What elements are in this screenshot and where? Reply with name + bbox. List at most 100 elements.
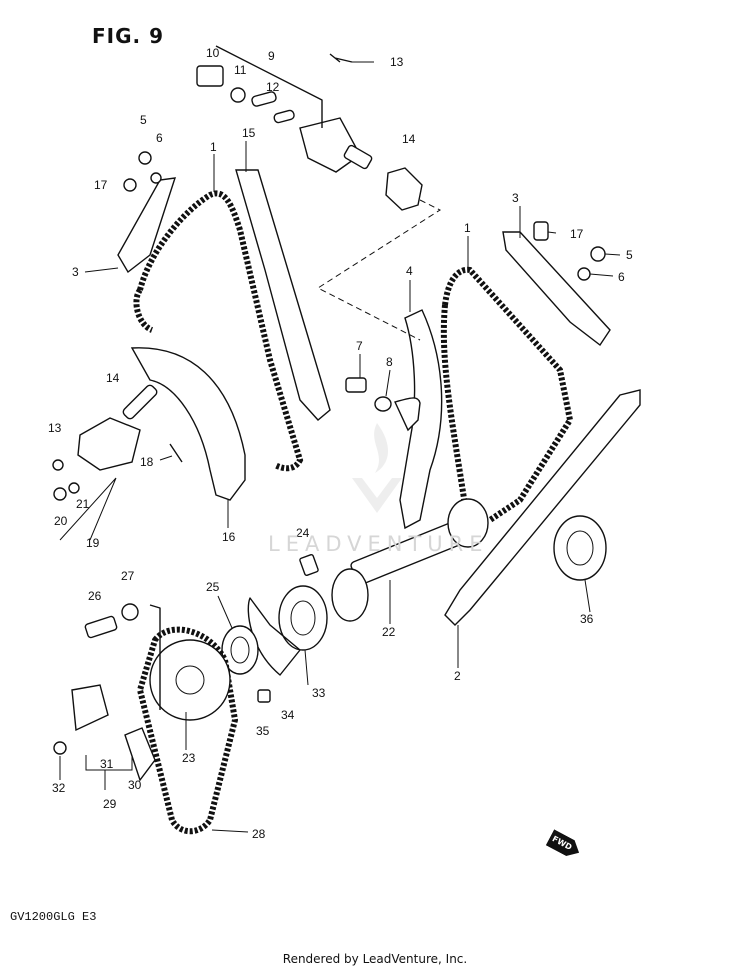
idler-sprocket-upper [447, 498, 489, 548]
part-23-sprocket [149, 639, 231, 721]
part-5-bolt-left [138, 151, 152, 165]
part-11-washer [230, 87, 246, 103]
part-36-bearing [553, 515, 607, 581]
callout-34: 34 [281, 708, 295, 722]
callout-10: 10 [206, 46, 220, 60]
callout-5a: 5 [140, 113, 147, 127]
part-14-tensioner-left [77, 417, 141, 471]
part-8-washer [374, 396, 392, 412]
callout-13b: 13 [48, 421, 62, 435]
part-12-spring-b [273, 109, 295, 124]
callout-1a: 1 [210, 140, 217, 154]
part-9-tensioner-body [299, 117, 361, 173]
leader-14-right [316, 199, 442, 341]
watermark-logo-icon [352, 423, 402, 513]
primary-drive-assembly [84, 603, 239, 835]
leader-26 [149, 604, 161, 710]
callout-6b: 6 [618, 270, 625, 284]
part-25-oil-seal [221, 625, 259, 675]
part-26-bolt [84, 615, 118, 639]
part-13-bolt-left [52, 459, 64, 471]
part-27-washer [121, 603, 139, 621]
callout-4: 4 [406, 264, 413, 278]
callout-7: 7 [356, 339, 363, 353]
part-7-bolt [345, 377, 367, 393]
tensioner-adjuster-assembly [196, 45, 373, 173]
callout-5b: 5 [626, 248, 633, 262]
callout-29: 29 [103, 797, 117, 811]
callout-12: 12 [266, 80, 280, 94]
callout-labels: 1 1 2 3 3 4 5 5 6 6 7 8 9 10 11 12 13 13… [48, 46, 633, 841]
part-6-washer-left [150, 172, 162, 184]
callout-31: 31 [100, 757, 114, 771]
leader-19 [59, 477, 117, 541]
callout-6a: 6 [156, 131, 163, 145]
part-32-bolt [53, 741, 67, 755]
part-18-bolt [169, 443, 183, 463]
callout-18: 18 [140, 455, 154, 469]
callout-15: 15 [242, 126, 256, 140]
part-13-bolt [329, 53, 353, 63]
callout-3b: 3 [512, 191, 519, 205]
part-3-chain-guide-left [117, 177, 177, 274]
footer-credit: Rendered by LeadVenture, Inc. [282, 952, 468, 966]
model-code: GV1200GLG E3 [10, 910, 97, 924]
callout-17b: 17 [570, 227, 584, 241]
part-17-bolt-left [123, 178, 137, 192]
callout-23: 23 [182, 751, 196, 765]
callout-13a: 13 [390, 55, 404, 69]
part-33-bearing [278, 585, 328, 651]
callout-leaders [59, 61, 621, 833]
callout-21: 21 [76, 497, 90, 511]
callout-14a: 14 [402, 132, 416, 146]
part-24-dowel-pin [299, 554, 319, 576]
tensioner-left-assembly [52, 384, 183, 541]
part-6-washer-right [577, 267, 591, 281]
part-10-cap-bolt [196, 65, 224, 87]
lower-tensioner-assembly [53, 684, 156, 790]
callout-19: 19 [86, 536, 100, 550]
part-31-housing [71, 684, 109, 732]
callout-20: 20 [54, 514, 68, 528]
callout-11: 11 [234, 63, 247, 77]
watermark-text: LEADVENTURE [268, 532, 489, 556]
part-4-lever-slot [394, 397, 421, 432]
part-2-tensioner-guide-right [444, 389, 641, 626]
tensioner-plunger [343, 144, 373, 170]
part-5-bolt-right [590, 246, 606, 262]
cam-chain-right [440, 266, 574, 523]
part-16-chain-guide-lower [130, 347, 246, 501]
callout-14b: 14 [106, 371, 120, 385]
callout-8: 8 [386, 355, 393, 369]
idler-shaft-assembly [221, 498, 607, 703]
callout-24: 24 [296, 526, 310, 540]
tensioner-rod-left [122, 384, 158, 420]
part-30-shoe [124, 727, 156, 782]
part-4-chain-guide-rear [399, 309, 443, 530]
part-14-tensioner-right [385, 167, 423, 211]
callout-27: 27 [121, 569, 135, 583]
callout-36: 36 [580, 612, 594, 626]
callout-2: 2 [454, 669, 461, 683]
callout-17a: 17 [94, 178, 108, 192]
callout-9: 9 [268, 49, 275, 63]
callout-28: 28 [252, 827, 266, 841]
part-12-spring-a [251, 91, 277, 107]
part-15-tensioner-guide-left [235, 169, 331, 421]
part-35-bolt [257, 689, 271, 703]
callout-35: 35 [256, 724, 270, 738]
callout-16: 16 [222, 530, 236, 544]
callout-1b: 1 [464, 221, 471, 235]
callout-33: 33 [312, 686, 326, 700]
part-28-chain [136, 626, 239, 835]
part-20-bolt [53, 487, 67, 501]
callout-25: 25 [206, 580, 220, 594]
cam-chain-left [133, 190, 304, 472]
figure-title: FIG. 9 [92, 24, 164, 48]
callout-22: 22 [382, 625, 396, 639]
callout-26: 26 [88, 589, 102, 603]
callout-32: 32 [52, 781, 66, 795]
part-21-washer [68, 482, 80, 494]
leader-29 [85, 755, 133, 790]
